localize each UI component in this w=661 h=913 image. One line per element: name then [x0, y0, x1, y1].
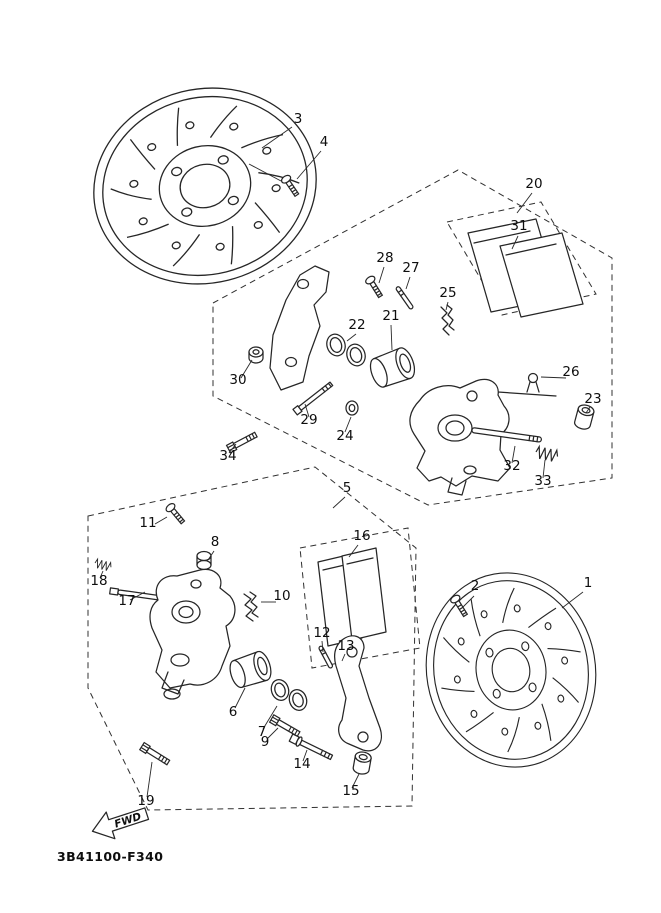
callout-5[interactable]: 5: [343, 480, 352, 496]
part-21-piston: [369, 347, 416, 388]
callout-13[interactable]: 13: [337, 638, 354, 654]
part-32-pin: [471, 427, 542, 443]
part-2-screw: [448, 593, 471, 619]
lower-assembly-boundary: [87, 466, 417, 811]
upper-caliper-group: [225, 218, 595, 496]
callout-33[interactable]: 33: [534, 473, 551, 489]
callout-23[interactable]: 23: [584, 391, 601, 407]
callout-1[interactable]: 1: [584, 575, 593, 591]
callout-21[interactable]: 21: [382, 308, 399, 324]
callout-8[interactable]: 8: [211, 534, 220, 550]
upper-assembly-boundary: [212, 169, 613, 506]
leader-lines: [99, 126, 591, 798]
callout-26[interactable]: 26: [562, 364, 579, 380]
part-27-pin: [395, 286, 414, 310]
callout-12[interactable]: 12: [313, 625, 330, 641]
callout-2[interactable]: 2: [471, 578, 480, 594]
part-14-bolt: [288, 733, 334, 761]
part-12-pin: [318, 645, 334, 669]
callout-4[interactable]: 4: [320, 134, 329, 150]
part-33-spring: [534, 445, 560, 464]
callout-19[interactable]: 19: [137, 793, 154, 809]
callout-20[interactable]: 20: [525, 176, 542, 192]
callout-7[interactable]: 7: [258, 724, 267, 740]
callout-31[interactable]: 31: [510, 218, 527, 234]
callout-17[interactable]: 17: [118, 593, 135, 609]
lower-caliper-body: [149, 568, 236, 700]
diagram-code: 3B41100-F340: [57, 849, 163, 864]
part-26-retainer: [497, 372, 557, 397]
part-30-bracket: [269, 265, 330, 391]
callout-24[interactable]: 24: [336, 428, 353, 444]
callout-15[interactable]: 15: [342, 783, 359, 799]
callout-16[interactable]: 16: [353, 528, 370, 544]
brake-disc-part1: [410, 558, 612, 782]
upper-caliper-body: [409, 378, 511, 496]
lower-bracket: [334, 635, 382, 752]
part-19-bolt: [139, 741, 172, 767]
part-22-seals: [326, 333, 366, 367]
callout-18[interactable]: 18: [90, 573, 107, 589]
fwd-label: FWD: [113, 811, 143, 831]
part-30-nut: [248, 346, 264, 364]
callout-29[interactable]: 29: [300, 412, 317, 428]
part-7-seals: [270, 679, 308, 711]
callout-32[interactable]: 32: [503, 458, 520, 474]
part-23-bushing: [574, 404, 595, 430]
part-18-spring: [93, 558, 113, 573]
callout-10[interactable]: 10: [273, 588, 290, 604]
part-10-pad-spring: [243, 591, 259, 622]
part-28-screw: [363, 274, 386, 300]
part-15-bushing: [352, 751, 372, 775]
part-29-bolt: [292, 381, 334, 416]
part-9-bolt: [269, 714, 302, 739]
callout-28[interactable]: 28: [376, 250, 393, 266]
part-24-grommet: [345, 400, 359, 416]
callout-6[interactable]: 6: [229, 704, 238, 720]
pad-set-16-boundary: [299, 527, 421, 669]
callout-34[interactable]: 34: [219, 448, 236, 464]
callout-30[interactable]: 30: [229, 372, 246, 388]
callout-27[interactable]: 27: [402, 260, 419, 276]
callout-9[interactable]: 9: [261, 734, 270, 750]
callout-11[interactable]: 11: [139, 515, 156, 531]
part-20-brake-pads: [467, 218, 584, 318]
lower-caliper-group: [93, 501, 471, 775]
brake-disc-part3: [72, 64, 338, 308]
callout-25[interactable]: 25: [439, 285, 456, 301]
part-16-brake-pads: [317, 547, 387, 647]
part-11-screw: [164, 501, 188, 527]
callout-14[interactable]: 14: [293, 756, 310, 772]
callout-22[interactable]: 22: [348, 317, 365, 333]
part-6-piston: [229, 650, 272, 689]
part-25-pad-spring: [440, 304, 455, 336]
pad-set-20-boundary: [446, 201, 597, 316]
callout-3[interactable]: 3: [294, 111, 303, 127]
